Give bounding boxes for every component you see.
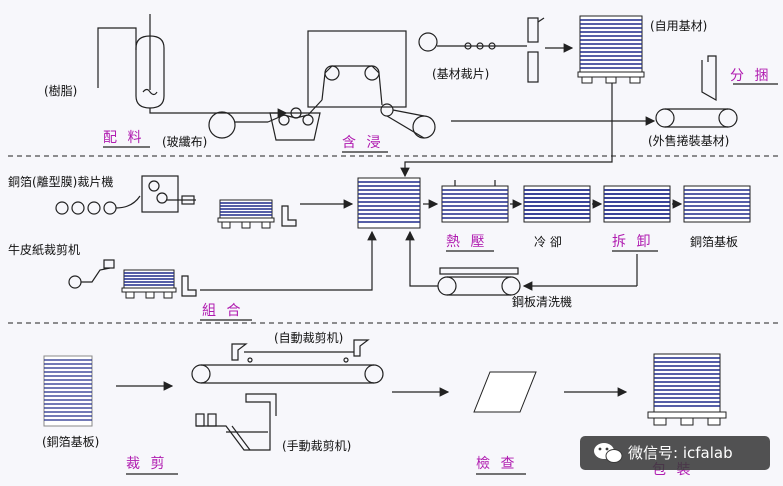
resin-mixing-tank: [135, 14, 165, 109]
auto-cutter: [191, 339, 384, 384]
prepreg-stack: [577, 15, 645, 84]
prepreg-cut-label: (基材裁片): [432, 67, 489, 81]
slitter-blade: [701, 55, 717, 102]
glass-cloth-roll: [208, 111, 236, 139]
impregnation-bath: [267, 99, 323, 141]
ccl-label: 銅箔基板: [690, 234, 738, 249]
manual-cut-label: (手動裁剪机): [282, 438, 351, 453]
plate-wash-label: 鋼板清洗機: [512, 294, 572, 309]
inspection-sheet: [473, 371, 537, 413]
copper-cutter-label: 銅箔(離型膜)裁片機: [8, 174, 113, 189]
ccl-stack: [683, 185, 751, 223]
copper-cutter-machine: [141, 175, 179, 213]
kraft-cutter-label: 牛皮紙裁剪机: [8, 242, 80, 257]
guide-roller: [380, 103, 394, 117]
stack-to-layup-arrow: [400, 83, 613, 178]
auto-cut-label: (自動裁剪机): [274, 330, 343, 345]
cooling-label: 冷 卻: [534, 235, 562, 249]
layup-book: [357, 177, 421, 229]
resin-to-bath-line: [149, 108, 288, 118]
disassembly-stack: [603, 185, 671, 223]
steel-plate-washer: [437, 267, 521, 296]
hot-press-stage: 熱 壓: [446, 234, 487, 250]
watermark-text: 微信号: icfalab: [628, 444, 733, 462]
ccl-sheet-label: (銅箔基板): [42, 434, 99, 449]
layup-stage: 組 合: [202, 303, 243, 319]
mixing-stage: 配 料: [103, 130, 144, 146]
drying-tower: [307, 30, 407, 108]
resin-feed-line: [97, 27, 137, 88]
disassembly-stage: 拆 卸: [612, 234, 653, 250]
guide-roller: [412, 115, 436, 139]
ccl-sheet-stack: [43, 355, 93, 427]
kraft-paper-stack: [121, 269, 197, 299]
cutter-blade: [527, 17, 539, 43]
manual-cutter: [195, 393, 277, 451]
glass-cloth-label: (玻纖布): [162, 135, 207, 149]
cooling-stack: [523, 185, 591, 223]
wechat-icon: [594, 443, 623, 463]
copper-foil-stack: [217, 199, 297, 229]
outsold-label: (外售捲裝基材): [648, 133, 729, 148]
impregnation-stage: 含 浸: [342, 135, 383, 151]
hot-press-stack: [441, 180, 509, 223]
own-use-label: (自用基材): [650, 19, 707, 33]
trimming-stage: 裁 剪: [126, 456, 167, 472]
inspection-stage: 檢 查: [476, 455, 517, 472]
resin-label: (樹脂): [44, 83, 77, 98]
prepreg-roll: [418, 32, 438, 52]
packed-pallet: [647, 353, 727, 426]
watermark-badge: 微信号: icfalab: [580, 436, 770, 470]
slitting-stage: 分 捆: [730, 68, 771, 84]
